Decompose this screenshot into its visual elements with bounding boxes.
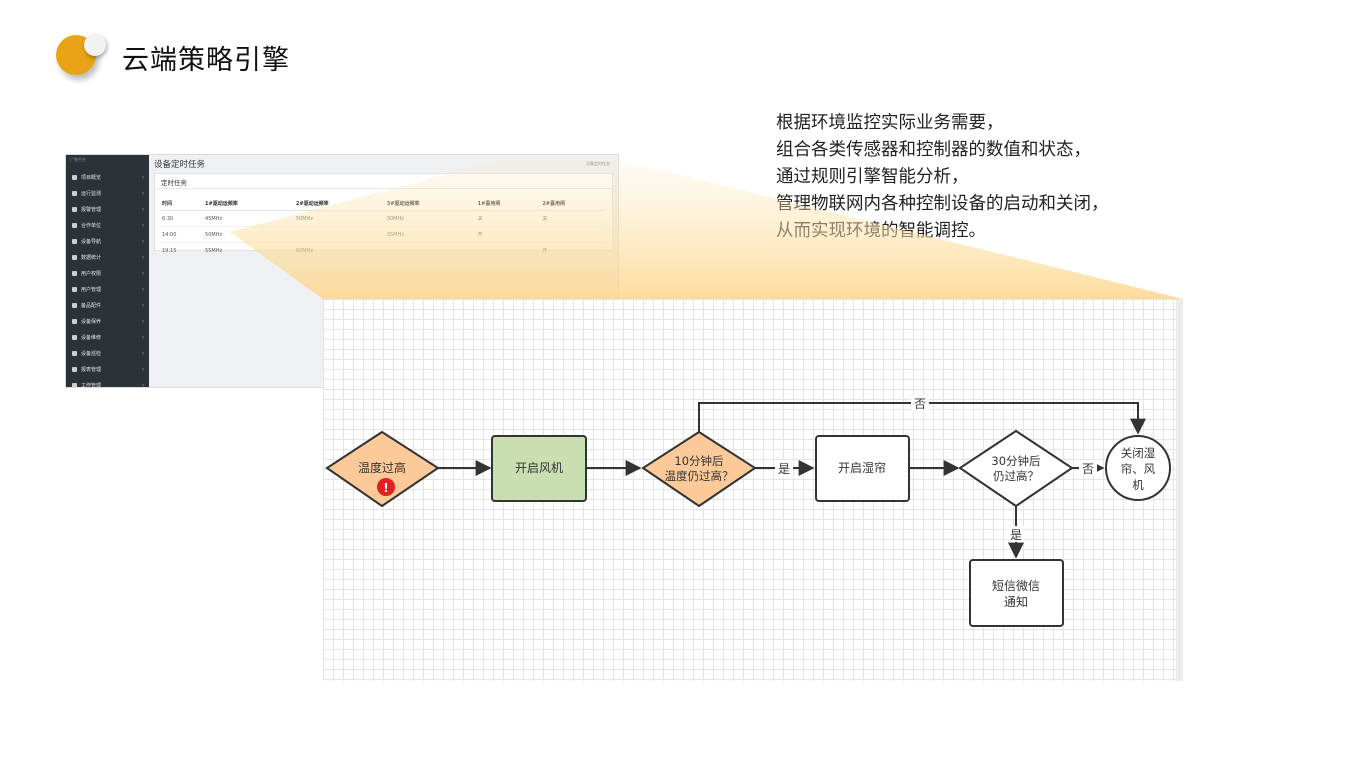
table-header: 时间 — [161, 196, 205, 211]
sidebar-item-label: 工作管理 — [81, 382, 102, 388]
notify-box — [969, 559, 1064, 627]
sidebar-item-label: 报表管理 — [81, 366, 102, 373]
sidebar-item[interactable]: 设备导航 ‹ — [66, 233, 149, 249]
table-cell: 6:30 — [161, 210, 205, 227]
chevron-left-icon: ‹ — [141, 221, 144, 229]
sidebar-item[interactable]: 设备巡检 ‹ — [66, 345, 149, 361]
menu-icon — [72, 366, 77, 372]
shutdown-line1: 关闭湿 — [1121, 446, 1156, 460]
menu-icon — [72, 270, 77, 276]
description-line: 根据环境监控实际业务需要， — [776, 113, 1004, 133]
edge-label-yes: 是 — [778, 462, 790, 476]
alert-icon — [377, 478, 395, 496]
shutdown-circle — [1105, 435, 1171, 501]
table-cell: 19:15 — [161, 242, 205, 259]
chevron-left-icon: ‹ — [141, 301, 144, 309]
table-cell: 14:00 — [161, 226, 205, 243]
menu-icon — [72, 318, 77, 324]
edge-label-no: 否 — [914, 397, 926, 411]
sidebar-item[interactable]: 用户管理 ‹ — [66, 281, 149, 297]
chevron-left-icon: ‹ — [141, 253, 144, 261]
wet-curtain-box — [815, 435, 910, 502]
chevron-left-icon: ‹ — [141, 381, 144, 388]
admin-page-title: 设备定时任务 — [154, 160, 206, 170]
chevron-left-icon: ‹ — [141, 365, 144, 373]
admin-brand: 广物平台 — [70, 157, 86, 162]
sidebar-item-label: 运行监测 — [81, 190, 102, 197]
notify-line2: 通知 — [1004, 595, 1028, 609]
menu-icon — [72, 286, 77, 292]
sidebar-item-label: 用户管理 — [81, 286, 102, 293]
sidebar-item[interactable]: 项目概览 ‹ — [66, 169, 149, 185]
sidebar-item[interactable]: 报警管理 ‹ — [66, 201, 149, 217]
shutdown-line3: 机 — [1132, 478, 1144, 492]
sidebar-item[interactable]: 合作单位 ‹ — [66, 217, 149, 233]
chevron-left-icon: ‹ — [141, 269, 144, 277]
menu-icon — [72, 190, 77, 196]
start-label: 温度过高 — [358, 460, 406, 475]
sidebar-item-label: 备品配件 — [81, 302, 102, 309]
sidebar-item-label: 设备巡检 — [81, 350, 102, 357]
decision-30min-line2: 仍过高？ — [993, 469, 1039, 483]
sidebar-item-label: 设备维修 — [81, 334, 102, 341]
sidebar-item-label: 项目概览 — [81, 174, 102, 181]
menu-icon — [72, 222, 77, 228]
decision-30min — [958, 429, 1074, 508]
sidebar-item-label: 合作单位 — [81, 222, 102, 229]
menu-icon — [72, 382, 77, 387]
menu-icon — [72, 206, 77, 212]
menu-icon — [72, 302, 77, 308]
page-title: 云端策略引擎 — [122, 45, 290, 76]
edge-label-no: 否 — [1082, 462, 1094, 476]
decision-30min-line1: 30分钟后 — [991, 454, 1040, 468]
notify-line1: 短信微信 — [992, 579, 1040, 593]
description-line: 组合各类传感器和控制器的数值和状态， — [776, 140, 1091, 160]
sidebar-item-label: 设备保养 — [81, 318, 102, 325]
sidebar-item[interactable]: 用户权限 ‹ — [66, 265, 149, 281]
canvas-scroll-edge — [1176, 299, 1183, 681]
alert-icon-mark: ! — [383, 481, 388, 495]
admin-sidebar: 广物平台 项目概览 ‹ 运行监测 ‹ 报警管理 ‹ 合作单位 ‹ 设备导航 ‹ 数据统计 ‹ 用户权限 ‹… — [66, 155, 149, 387]
menu-icon — [72, 238, 77, 244]
shutdown-line2: 帘、风 — [1121, 462, 1156, 476]
chevron-left-icon: ‹ — [141, 205, 144, 213]
chevron-left-icon: ‹ — [141, 189, 144, 197]
decision-10min-line2: 温度仍过高？ — [665, 469, 734, 483]
menu-icon — [72, 254, 77, 260]
sidebar-item[interactable]: 工作管理 ‹ — [66, 377, 149, 388]
menu-icon — [72, 334, 77, 340]
chevron-left-icon: ‹ — [141, 173, 144, 181]
sidebar-item[interactable]: 设备保养 ‹ — [66, 313, 149, 329]
chevron-left-icon: ‹ — [141, 285, 144, 293]
chevron-left-icon: ‹ — [141, 317, 144, 325]
sidebar-item[interactable]: 运行监测 ‹ — [66, 185, 149, 201]
sidebar-item[interactable]: 数据统计 ‹ — [66, 249, 149, 265]
menu-icon — [72, 350, 77, 356]
chevron-left-icon: ‹ — [141, 333, 144, 341]
sidebar-item-label: 报警管理 — [81, 206, 102, 213]
fan-on-box — [491, 435, 587, 502]
start-diamond — [325, 430, 440, 508]
fan-on-label: 开启风机 — [515, 461, 563, 475]
panel-title: 定时任务 — [161, 179, 187, 187]
sidebar-item-label: 设备导航 — [81, 238, 102, 245]
wet-curtain-label: 开启湿帘 — [838, 460, 886, 475]
decision-10min — [641, 430, 757, 508]
decision-10min-line1: 10分钟后 — [674, 454, 723, 468]
sidebar-item[interactable]: 报表管理 ‹ — [66, 361, 149, 377]
logo-dot — [84, 34, 106, 56]
sidebar-item-label: 数据统计 — [81, 254, 102, 261]
chevron-left-icon: ‹ — [141, 349, 144, 357]
sidebar-item-label: 用户权限 — [81, 270, 102, 277]
menu-icon — [72, 174, 77, 180]
edge-label-yes: 是 — [1010, 528, 1022, 542]
sidebar-item[interactable]: 备品配件 ‹ — [66, 297, 149, 313]
sidebar-item[interactable]: 设备维修 ‹ — [66, 329, 149, 345]
chevron-left-icon: ‹ — [141, 237, 144, 245]
